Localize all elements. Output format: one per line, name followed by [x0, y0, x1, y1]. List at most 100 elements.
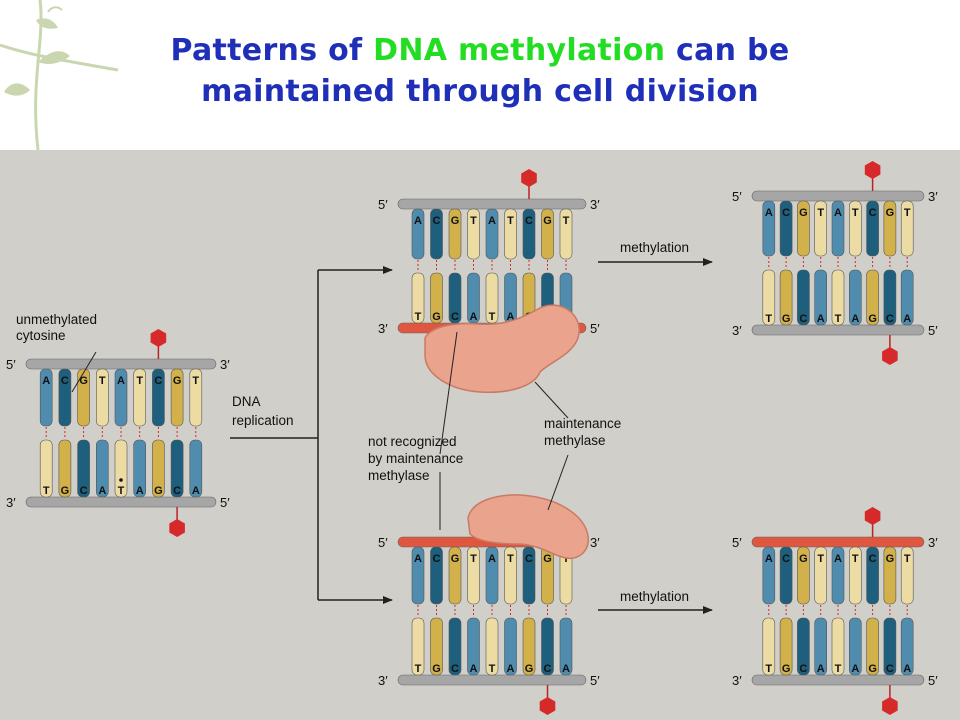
methyl-group-top-icon — [150, 329, 167, 347]
base-letter-top: A — [414, 553, 422, 565]
base-top-C — [522, 546, 536, 605]
base-top-G — [883, 200, 897, 257]
label-3prime-bottom: 3′ — [378, 321, 388, 336]
base-top-T — [96, 368, 109, 427]
base-letter-bottom: A — [507, 311, 515, 323]
base-letter-bottom: C — [80, 485, 88, 497]
dna-duplex-group: 5′3′3′5′ATCGGCTAATTACGGCTA5′3′3′5′ATCGGC… — [6, 161, 938, 715]
base-bottom-G — [430, 272, 443, 324]
base-letter-bottom: G — [782, 313, 791, 325]
base-letter-bottom: T — [489, 311, 496, 323]
base-bottom-A — [133, 439, 146, 498]
base-bottom-C — [797, 617, 810, 676]
base-letter-bottom: C — [799, 313, 807, 325]
base-letter-bottom: T — [765, 313, 772, 325]
title-line2: maintained through cell division — [201, 74, 759, 109]
base-letter-top: A — [42, 375, 50, 387]
base-letter-bottom: A — [817, 663, 825, 675]
base-bottom-G — [430, 617, 443, 676]
label-replication: replication — [232, 413, 294, 428]
base-letter-top: T — [817, 207, 824, 219]
base-letter-bottom: T — [765, 663, 772, 675]
base-letter-top: C — [61, 375, 69, 387]
label-5prime-top: 5′ — [732, 535, 742, 550]
unmethylated-leader-line — [71, 351, 97, 393]
base-bottom-G — [866, 269, 879, 326]
base-bottom-T — [411, 272, 425, 324]
label-5prime-top: 5′ — [6, 357, 16, 372]
base-top-C — [779, 546, 793, 605]
label-not-recognized-2: by maintenance — [368, 451, 463, 466]
methylase-enzyme-bottom — [467, 494, 589, 560]
base-letter-top: C — [782, 207, 790, 219]
label-3prime-top: 3′ — [928, 189, 938, 204]
label-3prime-bottom: 3′ — [378, 673, 388, 688]
label-methylase: methylase — [544, 433, 606, 448]
base-top-T — [900, 546, 914, 605]
base-bottom-C — [448, 617, 462, 676]
base-letter-top: T — [136, 375, 143, 387]
base-top-T — [848, 546, 862, 605]
strand-bottom — [25, 496, 217, 508]
replication-bracket — [230, 266, 393, 604]
base-top-C — [152, 368, 165, 427]
label-3prime-bottom: 3′ — [732, 323, 742, 338]
base-top-G — [448, 208, 462, 260]
strand-top — [751, 190, 925, 202]
base-letter-top: G — [451, 215, 460, 227]
base-letter-top: C — [782, 553, 790, 565]
base-top-G — [77, 368, 90, 427]
label-5prime-bottom: 5′ — [928, 323, 938, 338]
base-letter-top: C — [869, 553, 877, 565]
base-letter-top: A — [414, 215, 422, 227]
maintenance-leader-top — [534, 381, 569, 419]
base-top-A — [114, 368, 128, 427]
strand-top — [25, 358, 217, 370]
base-letter-top: G — [543, 553, 552, 565]
base-letter-bottom: C — [886, 663, 894, 675]
base-letter-top: T — [563, 553, 570, 565]
title-part1: Patterns of — [170, 33, 374, 68]
base-bottom-C — [77, 439, 90, 498]
strand-bottom — [751, 674, 925, 686]
base-bottom-A — [814, 617, 828, 676]
base-top-C — [866, 200, 879, 257]
label-methylation-top: methylation — [620, 240, 689, 255]
base-bottom-A — [900, 617, 914, 676]
base-letter-top: C — [869, 207, 877, 219]
methyl-group-top-icon — [864, 161, 881, 179]
base-top-G — [541, 208, 554, 260]
base-top-C — [430, 546, 443, 605]
label-5prime-top: 5′ — [378, 535, 388, 550]
methylation-diagram: 5′3′3′5′ATCGGCTAATTACGGCTA5′3′3′5′ATCGGC… — [0, 150, 960, 720]
base-top-C — [522, 208, 536, 260]
base-letter-bottom: G — [154, 485, 163, 497]
base-top-T — [814, 546, 828, 605]
label-5prime-top: 5′ — [378, 197, 388, 212]
base-letter-top: C — [433, 553, 441, 565]
label-maintenance: maintenance — [544, 416, 621, 431]
base-letter-bottom: C — [451, 311, 459, 323]
base-letter-top: G — [799, 207, 808, 219]
base-top-A — [485, 546, 499, 605]
base-top-T — [900, 200, 914, 257]
label-not-recognized-3: methylase — [368, 468, 430, 483]
base-top-A — [39, 368, 53, 427]
base-bottom-T — [485, 617, 499, 676]
base-bottom-C — [170, 439, 184, 498]
methyl-group-bottom-icon — [539, 697, 556, 715]
base-bottom-C — [883, 617, 897, 676]
label-3prime-bottom: 3′ — [732, 673, 742, 688]
base-bottom-A — [189, 439, 203, 498]
base-letter-top: A — [488, 215, 496, 227]
base-letter-bottom: A — [851, 313, 859, 325]
base-letter-top: G — [543, 215, 552, 227]
label-not-recognized-1: not recognized — [368, 434, 457, 449]
methyl-group-bottom-icon — [882, 697, 898, 715]
base-letter-bottom: T — [43, 485, 50, 497]
base-bottom-T — [831, 617, 845, 676]
